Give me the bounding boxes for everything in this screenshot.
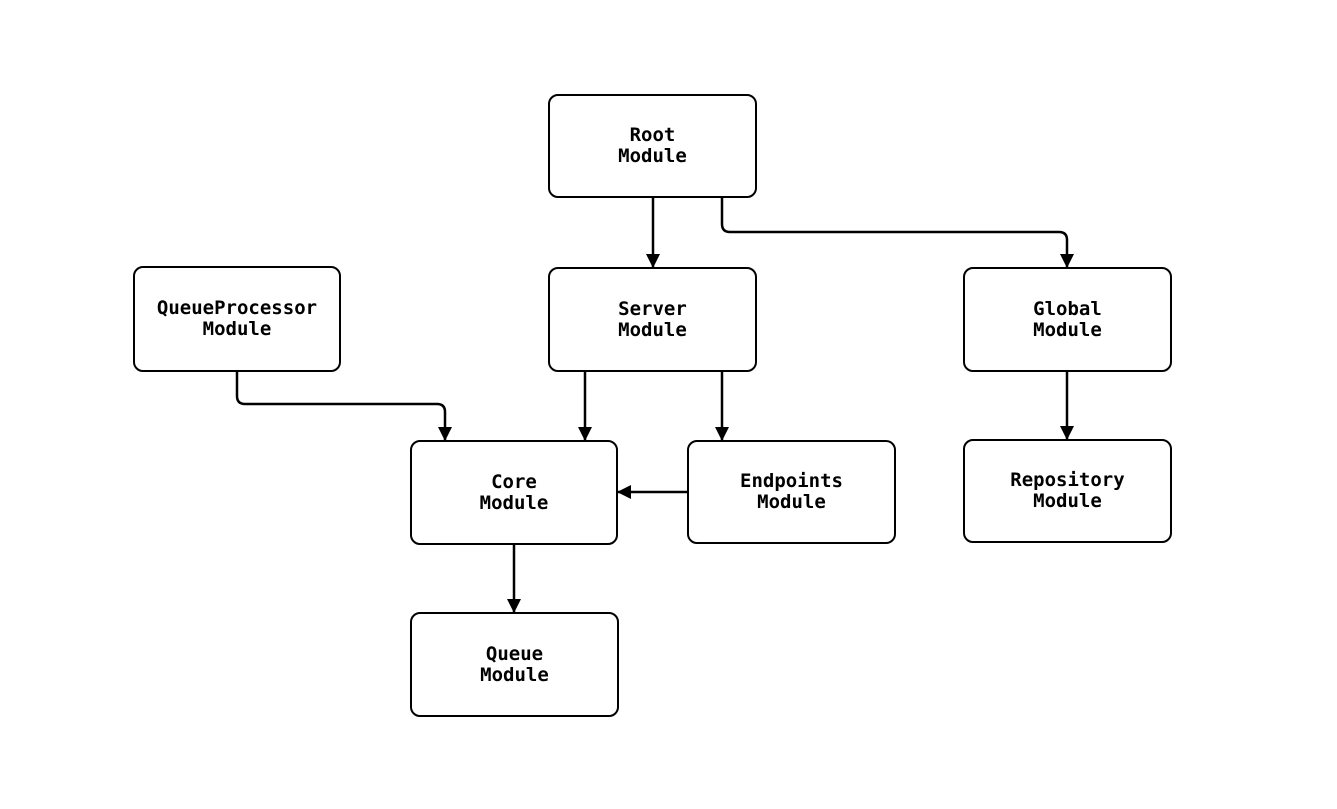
diagram-node-server: Server Module — [548, 267, 757, 372]
node-label-queueprocessor: QueueProcessor Module — [156, 297, 318, 340]
diagram-node-root: Root Module — [548, 94, 757, 198]
diagram-node-global: Global Module — [963, 267, 1172, 372]
node-label-server: Server Module — [618, 297, 687, 341]
node-label-repository: Repository Module — [1010, 469, 1125, 512]
diagram-node-endpoints: Endpoints Module — [687, 440, 896, 544]
edge-root-global — [720, 198, 1074, 268]
diagram-node-queueprocessor: QueueProcessor Module — [133, 266, 341, 372]
diagram-node-repository: Repository Module — [963, 439, 1172, 543]
node-label-core: Core Module — [479, 470, 549, 514]
edge-queueprocessor-core — [235, 372, 452, 441]
diagram-node-core: Core Module — [410, 440, 618, 545]
node-label-queue: Queue Module — [480, 642, 549, 686]
node-label-root: Root Module — [618, 124, 687, 167]
node-label-global: Global Module — [1033, 297, 1102, 341]
diagram-node-queue: Queue Module — [410, 612, 619, 717]
node-label-endpoints: Endpoints Module — [740, 470, 843, 513]
